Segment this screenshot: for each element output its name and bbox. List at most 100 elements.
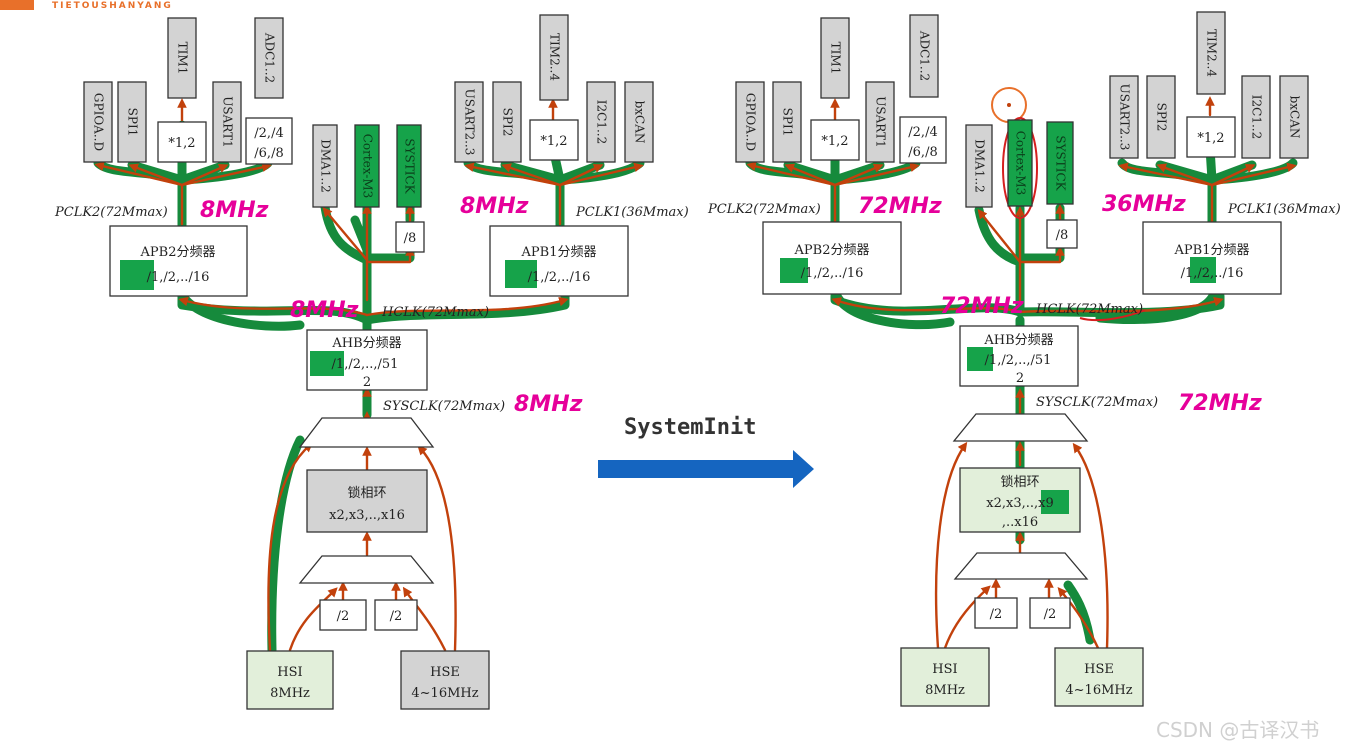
right-gpio-label: GPIOA..D xyxy=(744,93,758,151)
right-ahb-title: AHB分频器 xyxy=(983,333,1053,348)
right-systick-box xyxy=(1046,121,1074,205)
right-div2b-box xyxy=(1029,597,1071,629)
right-adc-label: ADC1..2 xyxy=(918,30,932,81)
left-apb2-divs: /1,/2,../16 xyxy=(147,270,210,285)
left-pclk2-label: PCLK2(72Mmax) xyxy=(54,205,168,220)
left-hsi-box xyxy=(246,650,334,710)
right-ahb-highlight xyxy=(967,347,993,371)
right-hsi-freq: 8MHz xyxy=(925,683,965,698)
right-adc-div-box xyxy=(899,116,947,164)
left-adc-div-2: /6,/8 xyxy=(254,146,283,161)
left-usart1-label: USART1 xyxy=(221,96,235,147)
left-spi2-label: SPI2 xyxy=(501,108,515,137)
left-gpio-box xyxy=(83,81,113,163)
right-bxcan-box xyxy=(1279,75,1309,159)
right-pll-mult: x2,x3,..,x9 xyxy=(986,496,1053,511)
left-systick-div: /8 xyxy=(404,231,417,246)
right-adc-box xyxy=(909,14,939,98)
cortex-highlight-ring xyxy=(1002,117,1038,219)
right-pclk1-label: PCLK1(36Mmax) xyxy=(1227,202,1341,217)
right-usart1-box xyxy=(865,81,895,163)
left-apb1-highlight xyxy=(505,260,537,288)
right-apb2-highlight xyxy=(780,258,808,283)
right-systick-label: SYSTICK xyxy=(1054,135,1068,191)
right-usart1-label: USART1 xyxy=(874,96,888,147)
left-apb2-highlight xyxy=(120,260,154,290)
cursor-dot xyxy=(1007,103,1011,107)
left-hsi-freq: 8MHz xyxy=(270,686,310,701)
left-cortex-box xyxy=(354,124,380,208)
right-hse-box xyxy=(1054,647,1144,707)
left-hclk-freq: 8MHz xyxy=(290,298,359,323)
left-i2c-box xyxy=(586,81,616,163)
left-pll-mult: x2,x3,..,x16 xyxy=(329,508,405,523)
left-ahb-divs: /1,/2,..,/51 xyxy=(332,357,399,372)
left-spi1-label: SPI1 xyxy=(126,108,140,137)
left-pll-title: 锁相环 xyxy=(347,485,386,501)
left-pclk2-freq: 8MHz xyxy=(200,198,269,223)
right-dma-box xyxy=(965,124,993,208)
right-apb1-divs: /1,/2,../16 xyxy=(1181,266,1244,281)
right-i2c-label: I2C1..2 xyxy=(1250,95,1264,139)
left-sysclk-freq: 8MHz xyxy=(514,392,583,417)
right-usart23-box xyxy=(1109,75,1139,159)
left-sysclk-mux xyxy=(298,417,435,448)
right-dma-label: DMA1..2 xyxy=(973,139,987,192)
left-adc-div-box xyxy=(245,117,293,165)
left-mul-apb2: *1,2 xyxy=(168,136,195,151)
left-hse-freq: 4~16MHz xyxy=(411,686,478,701)
left-tim24-label: TIM2..4 xyxy=(548,33,562,81)
left-gpio-label: GPIOA..D xyxy=(92,93,106,151)
left-div2a-box xyxy=(319,599,367,631)
logo-text: TIETOUSHANYANG xyxy=(52,1,173,11)
right-mul-apb2: *1,2 xyxy=(821,134,848,149)
left-pclk1-freq: 8MHz xyxy=(460,194,529,219)
left-bxcan-label: bxCAN xyxy=(633,101,647,144)
left-bxcan-box xyxy=(624,81,654,163)
left-div2a: /2 xyxy=(337,609,350,624)
right-tim1-label: TIM1 xyxy=(829,42,843,75)
left-pll-box xyxy=(306,469,428,533)
right-sysclk-label: SYSCLK(72Mmax) xyxy=(1036,395,1158,410)
right-adc-div-1: /2,/4 xyxy=(908,125,937,140)
left-hsi-name: HSI xyxy=(277,665,302,680)
right-cortex-label: Cortex-M3 xyxy=(1014,131,1028,196)
left-apb1-divs: /1,/2,../16 xyxy=(528,270,591,285)
right-systick-div: /8 xyxy=(1056,228,1069,243)
watermark: CSDN @古译汉书 xyxy=(1156,718,1319,742)
logo-mark xyxy=(0,0,34,10)
right-hse-name: HSE xyxy=(1084,662,1114,677)
hclk-underline xyxy=(1079,309,1146,322)
right-div2a: /2 xyxy=(990,607,1003,622)
right-bxcan-label: bxCAN xyxy=(1288,96,1302,139)
right-hsi-name: HSI xyxy=(932,662,957,677)
right-div2b: /2 xyxy=(1044,607,1057,622)
right-hclk-freq: 72MHz xyxy=(940,294,1024,319)
left-tim1-label: TIM1 xyxy=(176,42,190,75)
transition-arrow xyxy=(598,450,814,488)
right-spi1-label: SPI1 xyxy=(781,108,795,137)
left-diagram: GPIOA..D SPI1 TIM1 *1,2 USART1 ADC1..2 /… xyxy=(54,14,689,710)
left-div2b: /2 xyxy=(390,609,403,624)
right-sysclk-mux xyxy=(952,413,1089,442)
left-cortex-label: Cortex-M3 xyxy=(361,134,375,199)
left-ahb-divs-cont: 2 xyxy=(363,375,371,390)
right-apb1-highlight xyxy=(1190,257,1216,283)
right-cortex-box xyxy=(1007,119,1033,207)
right-pll-highlight xyxy=(1041,490,1069,514)
left-i2c-label: I2C1..2 xyxy=(595,100,609,144)
right-gpio-box xyxy=(735,81,765,163)
left-adc-div-1: /2,/4 xyxy=(254,126,283,141)
left-apb1-title: APB1分频器 xyxy=(521,245,597,260)
left-hse-name: HSE xyxy=(430,665,460,680)
right-systick-div-box xyxy=(1046,219,1078,249)
right-i2c-box xyxy=(1241,75,1271,159)
right-hclk-label: HCLK(72Mmax) xyxy=(1035,302,1143,317)
right-spi2-label: SPI2 xyxy=(1155,103,1169,132)
right-apb2-title: APB2分频器 xyxy=(794,243,870,258)
right-spi2-box xyxy=(1146,75,1176,159)
right-mul-apb1: *1,2 xyxy=(1197,131,1224,146)
left-pclk1-label: PCLK1(36Mmax) xyxy=(575,205,689,220)
right-pll-mux xyxy=(953,552,1089,580)
